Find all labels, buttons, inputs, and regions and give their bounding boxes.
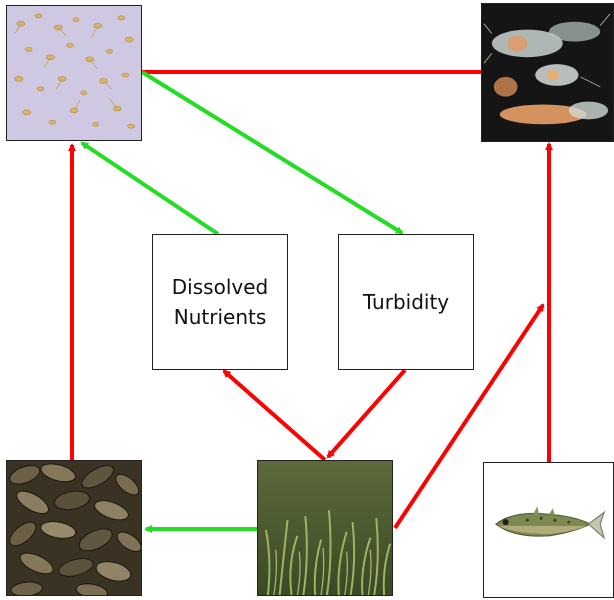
dissolved-nutrients-line-2: Nutrients <box>172 302 268 332</box>
turbidity-label: Turbidity <box>363 287 449 317</box>
macrophytes-node <box>257 460 393 596</box>
phytoplankton-photo-icon <box>7 6 141 140</box>
mussels-photo-icon <box>7 461 141 595</box>
macrophytes-photo-icon <box>258 461 392 595</box>
mussels-node <box>6 460 142 596</box>
fish-node <box>483 462 614 598</box>
zooplankton-node <box>481 3 614 142</box>
edge-turbidity-macrophytes <box>328 370 405 457</box>
dissolved-nutrients-label: Dissolved Nutrients <box>172 272 268 332</box>
edge-macrophytes-nutrients <box>224 371 325 460</box>
dissolved-nutrients-line-1: Dissolved <box>172 272 268 302</box>
phytoplankton-node <box>6 5 142 141</box>
edge-nutrients-phytoplankton <box>82 143 218 234</box>
dissolved-nutrients-node: Dissolved Nutrients <box>152 234 288 370</box>
turbidity-node: Turbidity <box>338 234 474 370</box>
stickleback-fish-icon <box>484 463 613 597</box>
zooplankton-photo-icon <box>482 4 613 141</box>
